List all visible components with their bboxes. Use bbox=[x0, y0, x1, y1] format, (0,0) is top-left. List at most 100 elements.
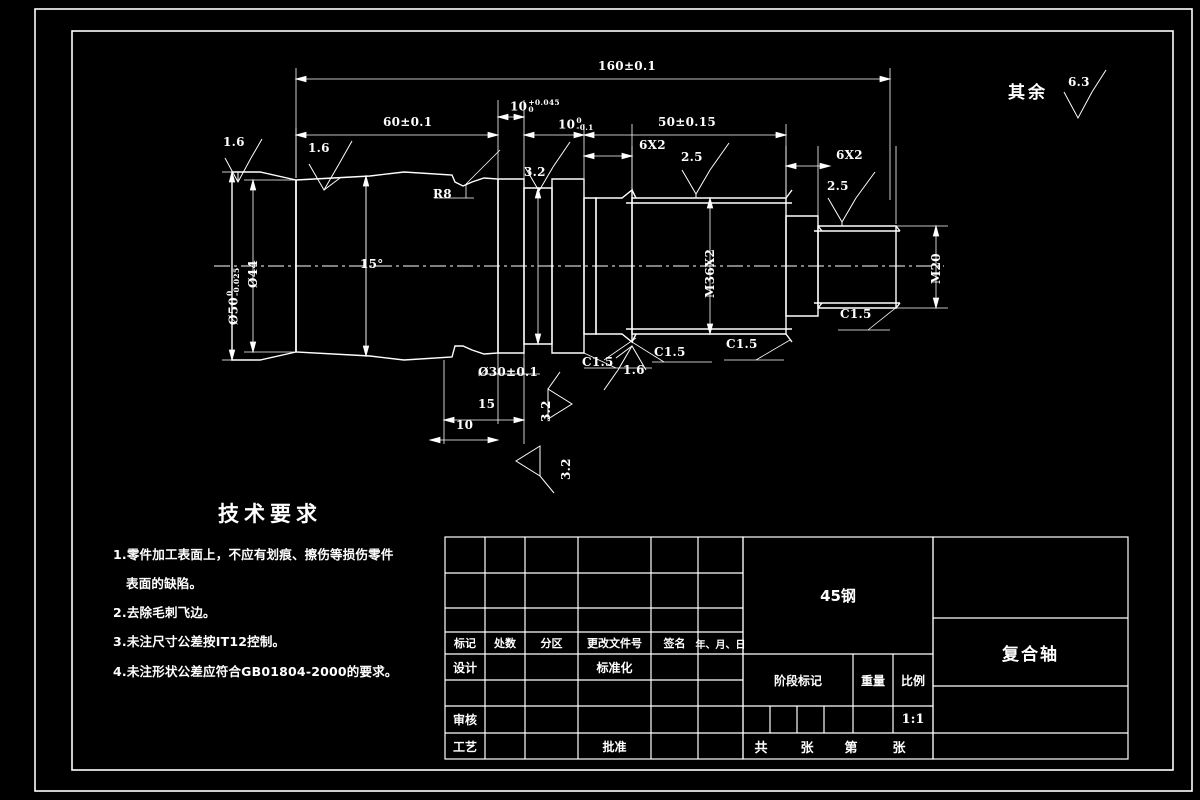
dim-50 bbox=[582, 131, 788, 139]
dim-label-groove-6x2-right: 6X2 bbox=[836, 148, 863, 162]
sheet-borders bbox=[34, 8, 1193, 792]
roughness-symbols bbox=[224, 69, 1107, 494]
ra-symbol-3-2-lower-a bbox=[547, 371, 573, 420]
thread-m20-chamfers bbox=[817, 225, 901, 309]
tech-req-line-1: 1.零件加工表面上，不应有划痕、擦伤等损伤零件 bbox=[113, 547, 394, 562]
tech-req-line-2: 表面的缺陷。 bbox=[126, 576, 203, 591]
dim-15 bbox=[442, 416, 526, 424]
chamfer-label-m20: C1.5 bbox=[840, 307, 872, 321]
role-label-gongyi: 工艺 bbox=[452, 739, 477, 754]
role-label-sheji: 设计 bbox=[452, 660, 477, 675]
dim-label-phi44: Ø44 bbox=[246, 259, 260, 288]
thread-m20-minor-lines bbox=[814, 230, 900, 304]
dim-label-m20: M20 bbox=[929, 253, 943, 284]
ra-symbol-6-3-note bbox=[1063, 69, 1107, 120]
tol-minus: -0.025 bbox=[232, 267, 242, 296]
ra-value-3-2-lower-b: 3.2 bbox=[559, 458, 573, 480]
sheet-total-suffix: 张 bbox=[800, 740, 814, 756]
tol-plus: 0 bbox=[576, 115, 582, 125]
part-name-table bbox=[932, 536, 1129, 760]
ra-value-1-6-bottom: 1.6 bbox=[623, 363, 645, 377]
ra-symbol-2-5-m36 bbox=[681, 142, 730, 198]
dim-6x2-right bbox=[784, 162, 832, 170]
dim-label-10: 10 bbox=[456, 418, 474, 432]
revision-header-biaoji: 标记 bbox=[454, 637, 476, 650]
tech-req-line-3: 2.去除毛刺飞边。 bbox=[113, 605, 216, 620]
ra-value-3-2-keyway: 3.2 bbox=[524, 165, 546, 179]
ra-symbol-1-6-left bbox=[224, 138, 263, 184]
shaft-neck-between-threads bbox=[785, 215, 819, 317]
dim-60 bbox=[294, 131, 500, 139]
dim-phi30 bbox=[534, 186, 542, 346]
extension-lines bbox=[222, 68, 948, 444]
tech-req-line-4: 3.未注尺寸公差按IT12控制。 bbox=[113, 634, 286, 649]
ra-symbol-1-6-taper bbox=[308, 140, 353, 192]
dim-label-phi30: Ø30±0.1 bbox=[478, 365, 539, 379]
leader-r8 bbox=[434, 149, 501, 199]
chamfer-label-m36-left: C1.5 bbox=[582, 355, 614, 369]
dim-phi50-value: Ø50 bbox=[226, 296, 241, 325]
dim-width-10-lower-tolerance: 0-0.1 bbox=[576, 115, 594, 133]
weight-label: 重量 bbox=[860, 673, 885, 688]
outer-border bbox=[34, 8, 1193, 792]
dim-width-10-lower-value: 10 bbox=[558, 117, 576, 132]
chamfer-label-step-left: C1.5 bbox=[654, 345, 686, 359]
part-name-value: 复合轴 bbox=[1002, 644, 1059, 665]
ra-symbol-2-5-m20 bbox=[827, 171, 876, 226]
role-label-biaozhunhua: 标准化 bbox=[596, 660, 633, 675]
leader-lines bbox=[365, 149, 899, 375]
stage-mark-label: 阶段标记 bbox=[773, 673, 822, 688]
ra-symbol-3-2-keyway bbox=[524, 141, 571, 192]
dim-label-length-50: 50±0.15 bbox=[658, 115, 717, 129]
sheet-total-prefix: 共 bbox=[754, 740, 768, 756]
dim-m36 bbox=[706, 196, 714, 336]
ra-value-2-5-m36: 2.5 bbox=[681, 150, 703, 164]
ra-value-1-6-taper: 1.6 bbox=[308, 141, 330, 155]
dim-label-groove-6x2-left: 6X2 bbox=[639, 138, 666, 152]
dim-phi50-tolerance: 0-0.025 bbox=[225, 267, 242, 296]
tol-plus: +0.045 bbox=[528, 97, 560, 107]
technical-requirements-title: 技术要求 bbox=[218, 502, 322, 526]
leader-phi30 bbox=[478, 358, 540, 375]
leader-c1-5-m36-left bbox=[631, 341, 712, 363]
ra-value-2-5-m20: 2.5 bbox=[827, 179, 849, 193]
dim-10-upper bbox=[496, 113, 526, 121]
dim-10-lower bbox=[522, 131, 586, 139]
tol-minus: -0.1 bbox=[576, 123, 594, 133]
dim-6x2-left bbox=[582, 152, 634, 160]
sheet-index-suffix: 张 bbox=[892, 740, 906, 756]
material-value: 45钢 bbox=[820, 587, 856, 605]
dim-width-10-upper-value: 10 bbox=[510, 99, 528, 114]
thread-m20-body bbox=[817, 225, 897, 309]
revision-table bbox=[444, 536, 744, 760]
leader-c1-5-under-m36 bbox=[603, 337, 637, 361]
thread-m36-chamfers bbox=[631, 189, 793, 343]
ra-value-3-2-lower-a: 3.2 bbox=[539, 400, 553, 422]
dim-phi44 bbox=[249, 178, 257, 354]
dim-m20 bbox=[932, 224, 940, 310]
dim-10-bottom bbox=[428, 436, 500, 444]
ra-value-1-6-left: 1.6 bbox=[223, 135, 245, 149]
role-label-pizhun: 批准 bbox=[602, 739, 627, 754]
leader-c1-5-m36-right bbox=[724, 339, 791, 361]
dim-label-r8: R8 bbox=[433, 187, 452, 201]
ra-symbol-1-6-bottom bbox=[603, 345, 647, 391]
dim-label-m36: M36X2 bbox=[703, 248, 717, 298]
leader-c1-5-m20 bbox=[838, 305, 899, 331]
scale-label: 比例 bbox=[900, 673, 925, 688]
dim-label-overall-length: 160±0.1 bbox=[598, 59, 657, 73]
dim-phi50 bbox=[228, 170, 236, 362]
dim-160 bbox=[294, 75, 892, 83]
revision-header-qianming: 签名 bbox=[663, 637, 686, 650]
dim-label-taper-angle: 15° bbox=[360, 257, 384, 271]
revision-header-chushu: 处数 bbox=[494, 637, 516, 650]
revision-header-date: 年、月、日 bbox=[695, 639, 746, 651]
dim-label-15: 15 bbox=[478, 397, 496, 411]
scale-value: 1:1 bbox=[901, 712, 925, 727]
role-label-shenhe: 审核 bbox=[452, 713, 477, 727]
